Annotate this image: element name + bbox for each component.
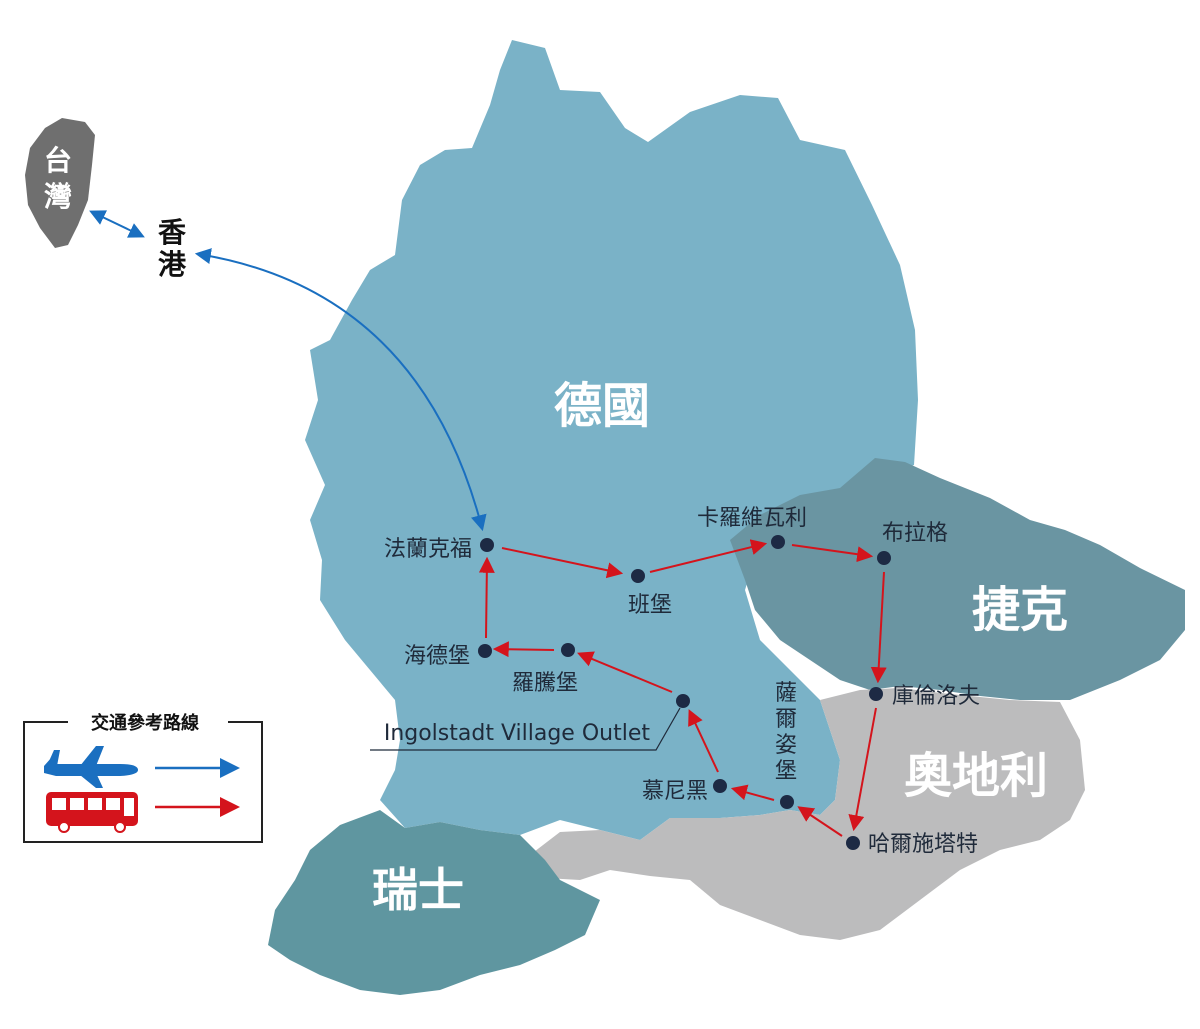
city-marker-hallstatt bbox=[846, 836, 860, 850]
bus-route-heidelberg-frankfurt bbox=[478, 556, 495, 639]
city-marker-heidelberg bbox=[478, 644, 492, 658]
legend-title: 交通參考路線 bbox=[91, 712, 199, 734]
bus-route-frankfurt-bamberg bbox=[501, 547, 624, 579]
city-label-frankfurt: 法蘭克福 bbox=[384, 537, 472, 562]
flight-route-taiwan-hongkong bbox=[89, 210, 145, 238]
bus-route-ingolstadt-rothenburg bbox=[577, 651, 673, 693]
flight-route-hongkong-frankfurt bbox=[194, 248, 487, 532]
city-marker-bamberg bbox=[631, 569, 645, 583]
bus-icon bbox=[46, 792, 138, 833]
city-marker-karlovy-vary bbox=[771, 535, 785, 549]
origin-label-hongkong-2: 港 bbox=[158, 248, 187, 281]
city-marker-ingolstadt bbox=[676, 694, 690, 708]
bus-route-salzburg-munich bbox=[730, 784, 775, 801]
city-marker-frankfurt bbox=[480, 538, 494, 552]
city-label-heidelberg: 海德堡 bbox=[404, 644, 470, 669]
country-label-taiwan-2: 灣 bbox=[44, 180, 72, 213]
airplane-icon bbox=[44, 746, 138, 788]
city-label-bamberg: 班堡 bbox=[628, 593, 672, 618]
city-label-hallstatt: 哈爾施塔特 bbox=[868, 832, 978, 857]
city-marker-cesky-krumlov bbox=[869, 687, 883, 701]
country-label-czech: 捷克 bbox=[972, 582, 1068, 638]
city-label-salzburg-4: 堡 bbox=[775, 759, 797, 784]
city-label-rothenburg: 羅騰堡 bbox=[512, 671, 578, 696]
country-label-taiwan-1: 台 bbox=[44, 144, 72, 177]
switzerland-shape bbox=[268, 810, 600, 995]
germany-shape bbox=[305, 40, 918, 840]
city-label-karlovy-vary: 卡羅維瓦利 bbox=[697, 506, 807, 531]
city-label-cesky-krumlov: 庫倫洛夫 bbox=[892, 684, 980, 709]
city-label-salzburg-2: 爾 bbox=[775, 707, 797, 732]
origin-label-hongkong-1: 香 bbox=[158, 216, 186, 249]
city-label-ingolstadt: Ingolstadt Village Outlet bbox=[384, 721, 651, 746]
bus-route-rothenburg-heidelberg bbox=[492, 641, 555, 658]
bus-route-cesky-krumlov-hallstatt bbox=[848, 707, 877, 832]
country-label-germany: 德國 bbox=[554, 378, 650, 434]
city-label-salzburg-3: 姿 bbox=[775, 733, 797, 758]
legend: 交通參考路線 bbox=[23, 712, 263, 843]
city-label-munich: 慕尼黑 bbox=[642, 779, 708, 804]
czech-shape bbox=[730, 458, 1185, 700]
bus-route-karlovy-vary-prague bbox=[791, 544, 874, 563]
bus-route-munich-ingolstadt bbox=[688, 709, 719, 773]
country-label-austria: 奧地利 bbox=[904, 748, 1048, 804]
taiwan-shape bbox=[25, 118, 95, 248]
country-label-switzerland: 瑞士 bbox=[372, 863, 464, 917]
city-marker-prague bbox=[877, 551, 891, 565]
city-marker-rothenburg bbox=[561, 643, 575, 657]
city-label-salzburg-1: 薩 bbox=[775, 681, 797, 706]
bus-route-hallstatt-salzburg bbox=[797, 806, 843, 837]
bus-route-bamberg-karlovy-vary bbox=[649, 539, 768, 573]
bus-route-prague-cesky-krumlov bbox=[870, 571, 887, 684]
city-label-prague: 布拉格 bbox=[882, 521, 948, 546]
city-marker-munich bbox=[713, 779, 727, 793]
ingolstadt-leader-line bbox=[370, 707, 681, 751]
city-marker-salzburg bbox=[780, 795, 794, 809]
